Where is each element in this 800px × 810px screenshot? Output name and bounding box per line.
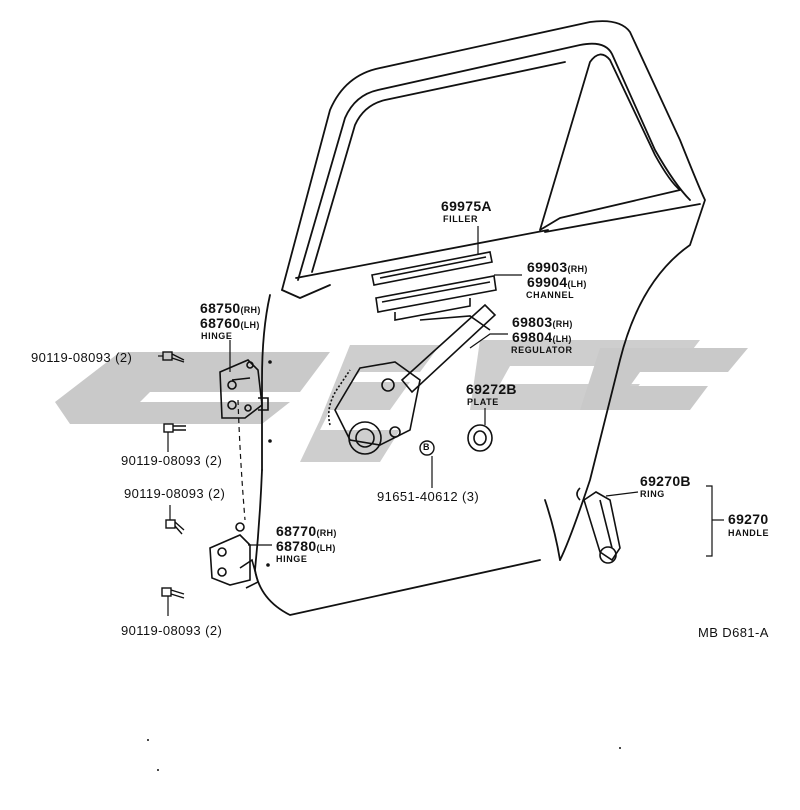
regulator-number-lh: 69804(LH) [512,329,572,345]
regulator-number-rh: 69803(RH) [512,314,573,330]
window-handle [576,487,621,564]
lower-hinge-name: HINGE [276,554,308,564]
bolt-4-icon [161,587,185,599]
channel-number-lh: 69904(LH) [527,274,587,290]
screw-label: 91651-40612 (3) [377,489,480,504]
upper-hinge-name: HINGE [201,331,233,341]
upper-hinge-number-rh: 68750(RH) [200,300,261,316]
bolt-1-label: 90119-08093 (2) [31,350,133,365]
channel-number-rh: 69903(RH) [527,259,588,275]
bolt-2-icon [163,423,186,433]
lower-hinge [209,522,259,589]
watermark-logo [55,340,748,462]
plate-number: 69272B [466,381,517,397]
channel-name: CHANNEL [526,290,575,300]
filler-strip [371,251,493,286]
handle-number: 69270 [728,511,769,527]
lower-hinge-number-rh: 68770(RH) [276,523,337,539]
upper-hinge-number-lh: 68760(LH) [200,315,260,331]
bolts [161,351,186,599]
plate-name: PLATE [467,397,499,407]
channel-strip [375,275,497,321]
window-regulator [327,303,497,455]
small-holes [147,360,621,771]
diagram-code: MB D681-A [698,625,769,640]
ring-number: 69270B [640,473,691,489]
dashed-edge [237,399,246,521]
bolt-3-label: 90119-08093 (2) [124,486,226,501]
regulator-name: REGULATOR [511,345,573,355]
bolt-4-label: 90119-08093 (2) [121,623,223,638]
leader-lines [158,226,724,616]
bolt-2-label: 90119-08093 (2) [121,453,223,468]
bolt-3-icon [165,519,185,535]
filler-name: FILLER [443,214,479,224]
screw-marker [419,440,435,456]
screw-marker-letter: B [423,442,430,452]
plate-part [467,424,493,452]
ring-name: RING [640,489,665,499]
handle-name: HANDLE [728,528,770,538]
upper-hinge [219,359,269,419]
lower-hinge-number-lh: 68780(LH) [276,538,336,554]
filler-number: 69975A [441,198,492,214]
